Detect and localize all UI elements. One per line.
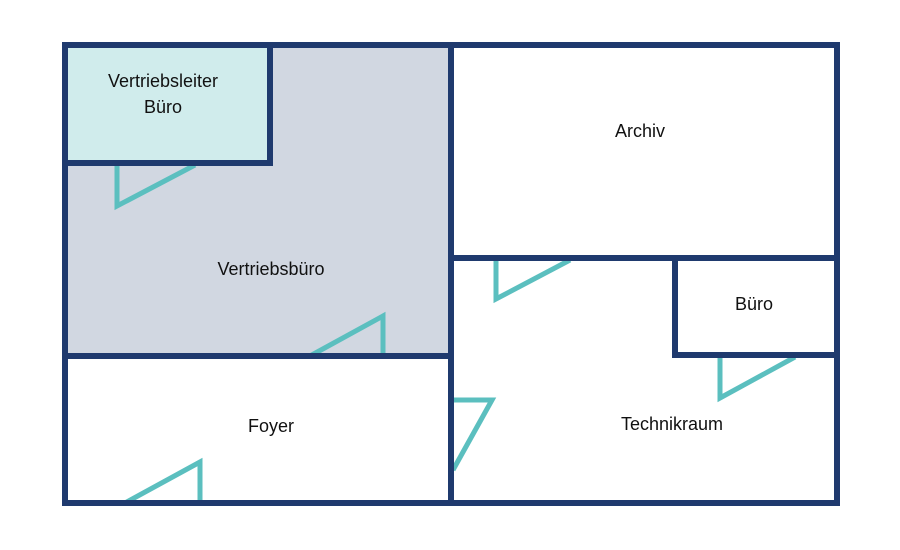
- door-swing-office: [717, 354, 797, 403]
- label-sales-manager-office-line1: Vertriebsleiter: [108, 71, 218, 91]
- label-technical-room: Technikraum: [621, 414, 723, 434]
- door-swing-technical-room-left: [450, 397, 497, 472]
- label-archive: Archiv: [615, 121, 665, 141]
- label-foyer: Foyer: [248, 416, 294, 436]
- label-sales-office: Vertriebsbüro: [217, 259, 324, 279]
- room-archive: [451, 45, 837, 258]
- room-foyer: [65, 356, 451, 503]
- door-swing-technical-room-top: [493, 257, 572, 304]
- room-office: [675, 258, 837, 355]
- label-sales-manager-office-line2: Büro: [144, 97, 182, 117]
- door-swing-foyer: [123, 457, 203, 506]
- door-swing-sales-office: [308, 311, 386, 359]
- label-office: Büro: [735, 294, 773, 314]
- wall-sales-manager-office: [62, 42, 273, 166]
- wall-office: [672, 255, 840, 358]
- door-swing-sales-manager-office: [114, 162, 197, 211]
- room-sales-manager-office: [65, 45, 270, 163]
